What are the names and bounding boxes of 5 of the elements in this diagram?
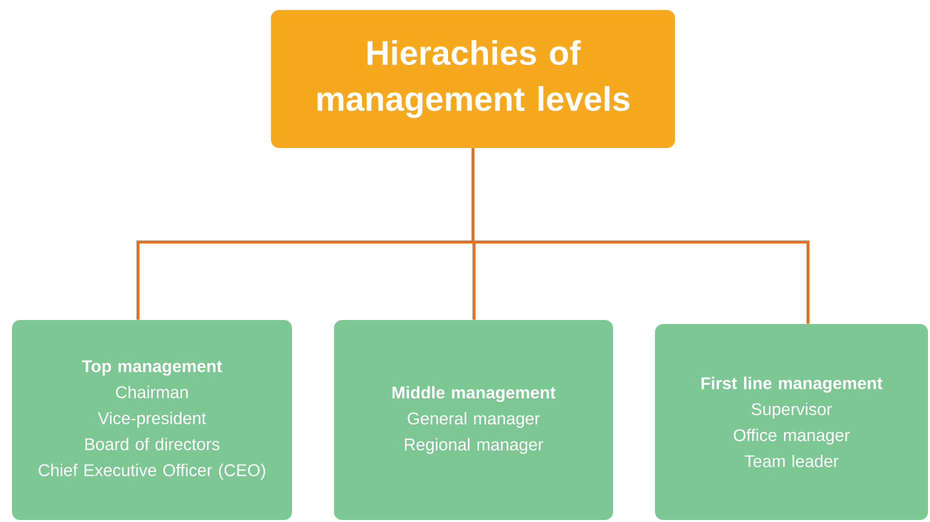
connector-line <box>472 148 810 324</box>
management-box: Middle management General manager Regional manager <box>334 320 613 520</box>
title-box: Hierachies of management levels <box>271 10 675 148</box>
management-box: Top management Chairman Vice-president Board of directors Chief Executive Officer (CEO) <box>12 320 292 520</box>
management-box: First line management Supervisor Office manager Team leader <box>655 324 928 520</box>
